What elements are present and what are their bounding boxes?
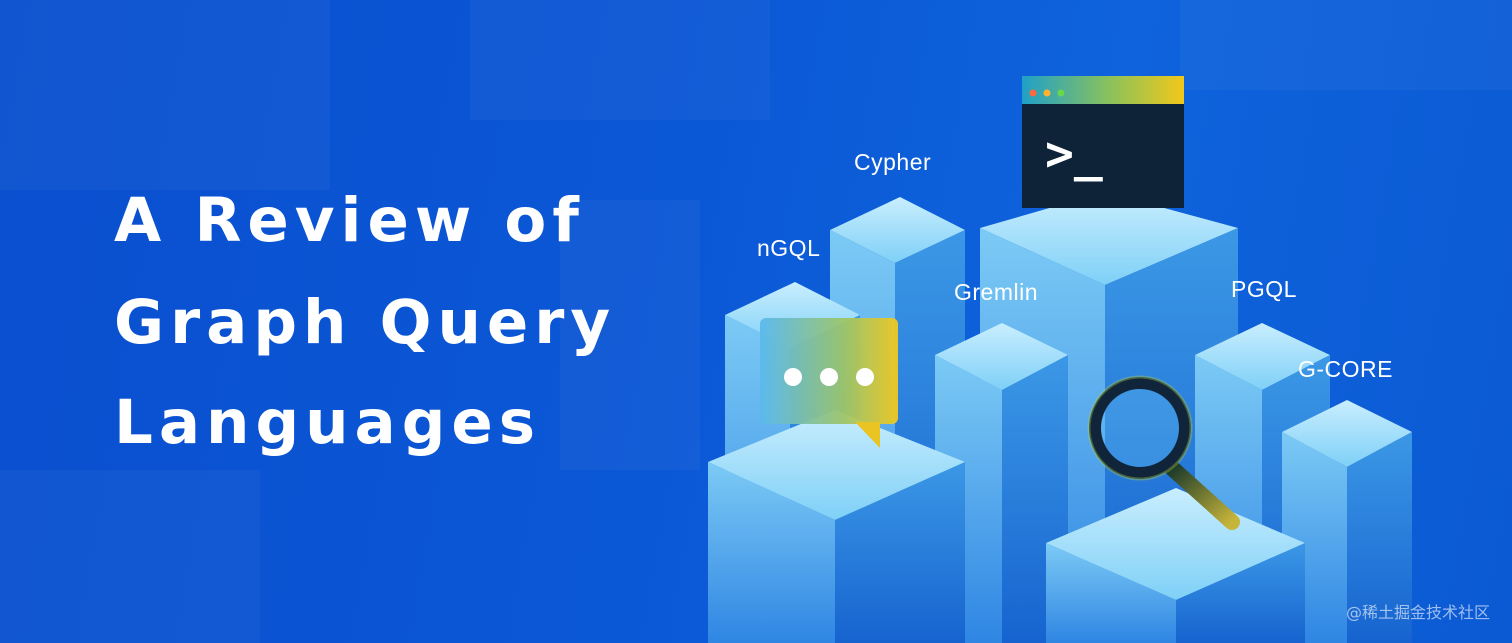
chat-bubble-icon [760, 318, 898, 448]
title-line-2: Graph Query [114, 287, 617, 358]
label-gremlin: Gremlin [954, 279, 1039, 305]
label-gcore: G-CORE [1298, 356, 1393, 382]
title-line-1: A Review of [114, 185, 585, 256]
terminal-window-icon: >_ [1022, 76, 1184, 208]
block-front-left [708, 410, 965, 643]
block-front-center [1046, 488, 1305, 643]
label-cypher: Cypher [854, 149, 932, 175]
terminal-prompt: >_ [1045, 126, 1103, 182]
title-line-3: Languages [114, 387, 542, 458]
label-pgql: PGQL [1231, 276, 1297, 302]
magnifier-icon [1087, 375, 1240, 530]
label-ngql: nGQL [757, 235, 821, 261]
watermark: @稀土掘金技术社区 [1345, 603, 1490, 622]
